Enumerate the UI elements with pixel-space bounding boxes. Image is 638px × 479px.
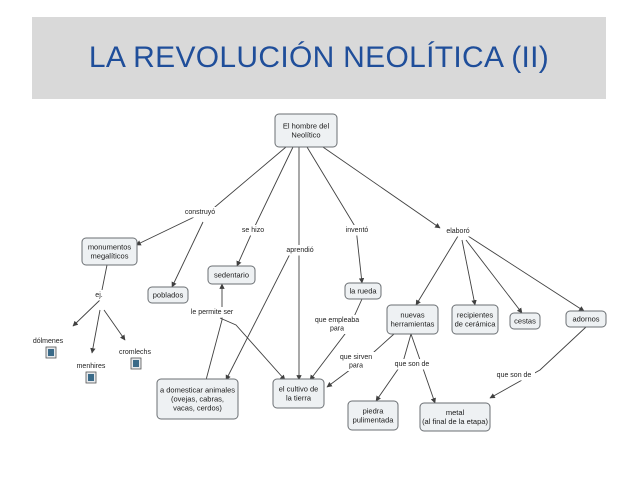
- connector-line: [465, 239, 523, 314]
- connector-line: [489, 326, 587, 399]
- resource-label: dólmenes: [33, 338, 64, 345]
- connector-line: [415, 235, 459, 306]
- connector-line: [219, 317, 286, 381]
- node-metal: metal(al final de la etapa): [419, 402, 491, 432]
- node-adornos: adornos: [565, 310, 607, 328]
- connector-line: [103, 309, 126, 341]
- resource-dolmenes[interactable]: dólmenes: [33, 338, 64, 359]
- resource-icons: dólmenes menhires cromlechs: [33, 338, 151, 384]
- connector-line: [205, 283, 225, 381]
- page-title: LA REVOLUCIÓN NEOLÍTICA (II): [88, 41, 550, 74]
- node-rueda: la rueda: [344, 282, 382, 300]
- resource-label: cromlechs: [119, 349, 151, 356]
- connector-line: [306, 146, 365, 284]
- link-label-permite-ser: le permite ser: [191, 309, 234, 316]
- node-sedentario: sedentario: [207, 265, 256, 285]
- connector-line: [225, 245, 295, 381]
- title-bar: LA REVOLUCIÓN NEOLÍTICA (II): [32, 17, 606, 99]
- connector-line: [319, 144, 441, 229]
- svg-text:a domesticar animales(ovejas,: a domesticar animales(ovejas, cabras,vac…: [160, 386, 235, 413]
- svg-text:la rueda: la rueda: [349, 287, 377, 296]
- link-label-invento: inventó: [346, 227, 369, 234]
- link-label-construyo: construyó: [185, 209, 215, 216]
- link-label-se-hizo: se hizo: [242, 227, 264, 234]
- resource-label: menhires: [77, 363, 106, 370]
- connector-line: [467, 235, 585, 312]
- link-label-elaboro: elaboró: [446, 228, 469, 235]
- connector-line: [90, 309, 101, 354]
- resource-menhires[interactable]: menhires: [77, 363, 106, 384]
- connector-line: [461, 239, 477, 306]
- link-label-son-de-2: que son de: [497, 372, 532, 379]
- svg-text:metal(al final de la etapa): metal(al final de la etapa): [422, 408, 488, 426]
- link-label-son-de-1: que son de: [395, 361, 430, 368]
- svg-text:poblados: poblados: [153, 291, 184, 300]
- link-label-aprendio: aprendió: [286, 247, 313, 254]
- svg-text:sedentario: sedentario: [214, 271, 249, 280]
- node-domesticar: a domesticar animales(ovejas, cabras,vac…: [156, 378, 239, 420]
- node-cestas: cestas: [509, 312, 541, 330]
- edges: [72, 144, 587, 404]
- connector-line: [171, 221, 204, 288]
- link-label-ej: ej.: [95, 292, 102, 299]
- svg-text:adornos: adornos: [572, 315, 599, 324]
- resource-cromlechs[interactable]: cromlechs: [119, 349, 151, 370]
- link-labels: construyó se hizo aprendió inventó elaboró ej…: [90, 207, 535, 381]
- node-poblados: poblados: [147, 286, 189, 304]
- svg-text:cestas: cestas: [514, 317, 536, 326]
